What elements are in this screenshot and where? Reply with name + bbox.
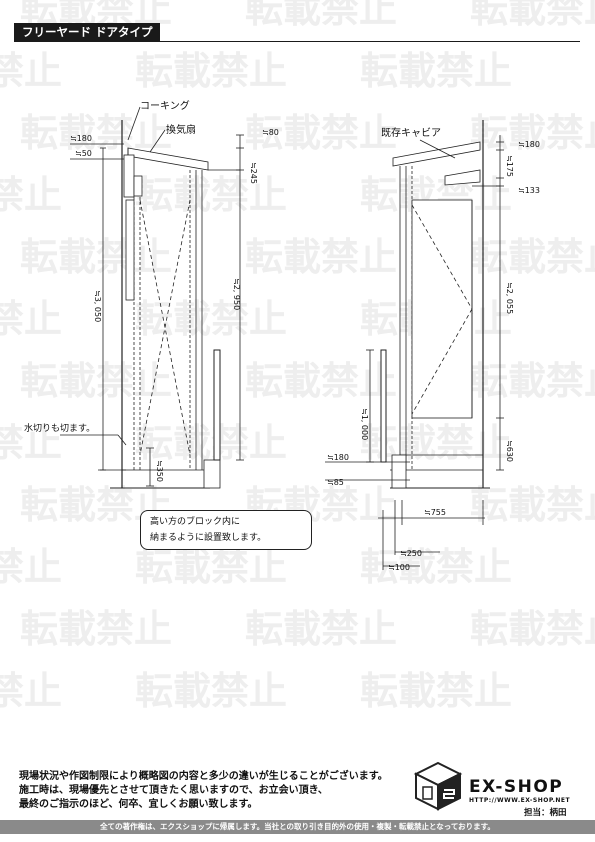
person-in-charge: 担当：柄田 (524, 808, 567, 818)
right-view (325, 120, 504, 570)
watermark-text: 転載禁止 (135, 173, 287, 217)
dim-left-350: ≒350 (155, 460, 164, 482)
watermark-text: 転載禁止 (360, 49, 512, 93)
label-canopy: 既存キャビア (381, 126, 441, 139)
dim-left-2950: ≒2, 950 (232, 278, 241, 310)
watermark-text: 転載禁止 (0, 49, 62, 93)
dim-left-180: ≒180 (70, 134, 92, 143)
footer-line-3: 最終のご指示のほど、何卒、宜しくお願い致します。 (19, 799, 258, 810)
dim-right-175: ≒175 (505, 155, 514, 177)
logo-text: EX-SHOP (469, 777, 564, 797)
watermark-text: 転載禁止 (20, 111, 172, 155)
dim-right-180: ≒180 (518, 140, 540, 149)
watermark-text: 転載禁止 (470, 111, 595, 155)
watermark-text: 転載禁止 (470, 607, 595, 651)
left-view (60, 106, 244, 489)
watermark-text: 転載禁止 (0, 297, 62, 341)
dim-right-1000: ≒1, 000 (360, 408, 369, 440)
logo-url: HTTP://WWW.EX-SHOP.NET (469, 797, 571, 804)
dim-left-245: ≒245 (249, 162, 258, 184)
watermark-text: 転載禁止 (245, 111, 397, 155)
footer-line-2: 施工時は、現場優先とさせて頂きたく思いますので、お立会い頂き、 (19, 785, 328, 796)
dim-right-755: ≒755 (424, 508, 446, 517)
watermark-text: 転載禁止 (135, 49, 287, 93)
dim-right-133: ≒133 (518, 186, 540, 195)
dim-left-50: ≒50 (75, 149, 92, 158)
watermark-text: 転載禁止 (245, 0, 397, 31)
dim-left-80: ≒80 (262, 128, 279, 137)
watermark-text: 転載禁止 (0, 421, 62, 465)
watermark-text: 転載禁止 (135, 669, 287, 713)
watermark-text: 転載禁止 (470, 0, 595, 31)
watermark-text: 転載禁止 (135, 545, 287, 589)
label-water-cut: 水切りも切ます。 (24, 422, 95, 434)
watermark-text: 転載禁止 (0, 173, 62, 217)
dim-left-3050: ≒3, 050 (93, 290, 102, 322)
label-caulking: コーキング (140, 99, 190, 112)
watermark-text: 転載禁止 (245, 235, 397, 279)
watermark-text: 転載禁止 (470, 483, 595, 527)
label-vent: 換気扇 (166, 123, 196, 136)
dim-right-250: ≒250 (400, 549, 422, 558)
dim-right-180b: ≒180 (327, 453, 349, 462)
watermark-text: 転載禁止 (245, 359, 397, 403)
installation-note: 高い方のブロック内に 納まるように設置致します。 (140, 510, 312, 550)
watermark-text: 転載禁止 (470, 235, 595, 279)
dim-right-630: ≒630 (505, 440, 514, 462)
footer-line-1: 現場状況や作図制限により概略図の内容と多少の違いが生じることがございます。 (19, 771, 388, 782)
dim-right-85: ≒85 (327, 478, 344, 487)
note-line-1: 高い方のブロック内に (150, 517, 241, 527)
footer-notes: 現場状況や作図制限により概略図の内容と多少の違いが生じることがございます。 施工… (19, 770, 409, 812)
page-title: フリーヤード ドアタイプ (14, 23, 160, 42)
watermark-text: 転載禁止 (0, 669, 62, 713)
title-underline (14, 41, 580, 42)
watermark-text: 転載禁止 (135, 421, 287, 465)
cube-icon (413, 761, 463, 811)
note-line-2: 納まるように設置致します。 (150, 533, 267, 543)
dim-right-100: ≒100 (388, 563, 410, 572)
watermark-text: 転載禁止 (20, 235, 172, 279)
watermark-text: 転載禁止 (0, 545, 62, 589)
watermark-text: 転載禁止 (470, 359, 595, 403)
copyright-bar: 全ての著作権は、エクスショップに帰属します。当社との取り引き目的外の使用・複製・… (0, 820, 595, 834)
watermark-text: 転載禁止 (20, 607, 172, 651)
dim-right-2055: ≒2, 055 (505, 282, 514, 314)
watermark-text: 転載禁止 (20, 359, 172, 403)
watermark-text: 転載禁止 (360, 669, 512, 713)
ex-shop-logo: EX-SHOP HTTP://WWW.EX-SHOP.NET 担当：柄田 (412, 760, 582, 818)
watermark-text: 転載禁止 (245, 607, 397, 651)
